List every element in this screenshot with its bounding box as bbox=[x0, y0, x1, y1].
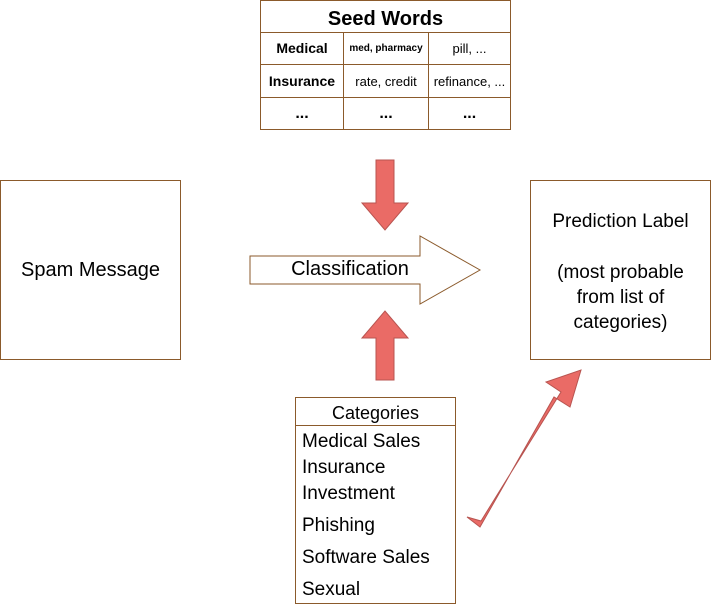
seed-words-cell: med, pharmacy bbox=[343, 32, 429, 65]
table-row: Medical med, pharmacy pill, ... bbox=[261, 32, 510, 65]
prediction-detail: (most probable from list of categories) bbox=[557, 262, 684, 333]
categories-up-arrow bbox=[360, 310, 410, 381]
seed-words-cell: rate, credit bbox=[343, 64, 429, 98]
category-item: Software Sales bbox=[302, 547, 430, 568]
category-item: Phishing bbox=[302, 515, 375, 536]
seed-words-cell: ... bbox=[343, 97, 429, 130]
table-row: ... ... ... bbox=[261, 97, 510, 130]
spam-message-label: Spam Message bbox=[21, 258, 160, 281]
prediction-diagonal-arrow bbox=[466, 369, 582, 528]
seed-words-table: Seed Words Medical med, pharmacy pill, .… bbox=[260, 0, 511, 130]
seed-words-cell: refinance, ... bbox=[428, 64, 510, 98]
seed-category-cell: Medical bbox=[261, 32, 344, 65]
classification-arrow bbox=[249, 235, 482, 305]
prediction-title: Prediction Label bbox=[552, 211, 689, 232]
categories-list: Categories Medical Sales Insurance Inves… bbox=[295, 397, 456, 604]
classification-label: Classification bbox=[291, 258, 409, 280]
seed-words-down-arrow bbox=[360, 159, 410, 231]
category-item: Medical Sales bbox=[302, 431, 421, 452]
seed-category-cell: Insurance bbox=[261, 64, 344, 98]
seed-words-cell: ... bbox=[428, 97, 510, 130]
spam-message-box: Spam Message bbox=[0, 180, 181, 360]
prediction-label-box: Prediction Label (most probable from lis… bbox=[530, 180, 711, 360]
category-item: Insurance bbox=[302, 457, 386, 478]
table-row: Insurance rate, credit refinance, ... bbox=[261, 64, 510, 98]
seed-words-grid: Medical med, pharmacy pill, ... Insuranc… bbox=[261, 32, 510, 130]
categories-title: Categories bbox=[296, 398, 455, 426]
seed-words-title: Seed Words bbox=[261, 1, 510, 33]
category-item: Sexual bbox=[302, 579, 361, 600]
seed-category-cell: ... bbox=[261, 97, 344, 130]
seed-words-cell: pill, ... bbox=[428, 32, 510, 65]
category-item: Investment bbox=[302, 483, 395, 504]
